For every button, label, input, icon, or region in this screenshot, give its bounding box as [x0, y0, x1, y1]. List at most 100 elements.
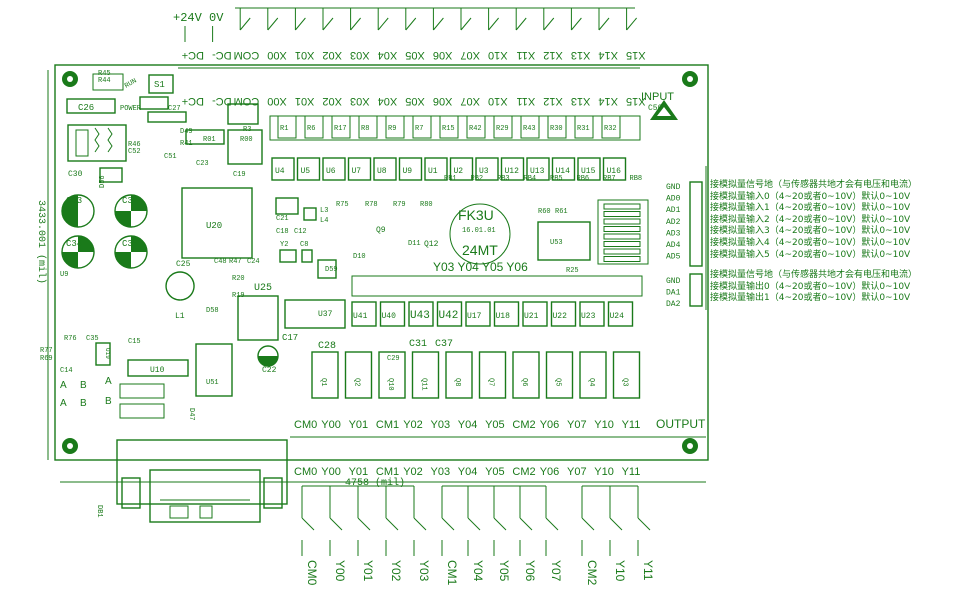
- output-terminal-label: CM1: [376, 419, 399, 431]
- svg-text:U51: U51: [206, 379, 219, 387]
- svg-text:Y03 Y04 Y05 Y06: Y03 Y04 Y05 Y06: [433, 260, 528, 274]
- bottom-wire-label: Y06: [523, 560, 537, 582]
- transistor-label: Q1: [319, 378, 327, 386]
- resistor-bank-label: RB3: [497, 175, 510, 183]
- opto-label: U6: [326, 167, 336, 176]
- svg-text:A: A: [60, 398, 67, 409]
- output-terminal-label-lower: Y01: [349, 466, 369, 478]
- svg-text:D49: D49: [180, 128, 193, 136]
- output-terminal-label-lower: Y06: [540, 466, 560, 478]
- svg-text:B: B: [80, 398, 87, 409]
- top-terminal-label-lower: X05: [405, 95, 425, 107]
- svg-text:C37: C37: [435, 339, 453, 350]
- svg-text:C29: C29: [387, 355, 400, 363]
- board-outline: [54, 64, 709, 461]
- top-terminal-label-lower: X11: [516, 95, 535, 107]
- top-terminal-label-lower: X07: [460, 95, 480, 107]
- resistor-label: R9: [388, 125, 396, 133]
- svg-text:C23: C23: [196, 160, 209, 168]
- output-terminal-label: Y04: [458, 419, 478, 431]
- svg-text:C51: C51: [164, 153, 177, 161]
- top-terminal-label: DC+: [182, 49, 204, 61]
- analog-pin-label: GND: [666, 183, 681, 192]
- svg-text:R69: R69: [40, 355, 53, 363]
- transistor-label: Q11: [420, 378, 428, 391]
- svg-text:L3: L3: [320, 207, 328, 215]
- svg-text:C25: C25: [176, 260, 191, 269]
- svg-text:R20: R20: [232, 275, 245, 283]
- svg-text:D58: D58: [206, 307, 219, 315]
- opto-label: U2: [454, 167, 464, 176]
- output-terminal-label: Y03: [431, 419, 451, 431]
- top-terminal-label: X15: [626, 49, 646, 61]
- svg-text:C33: C33: [66, 196, 82, 206]
- top-terminal-label: X10: [488, 49, 508, 61]
- output-terminal-label-lower: Y10: [594, 466, 614, 478]
- svg-text:C14: C14: [60, 367, 73, 375]
- svg-text:OUTPUT: OUTPUT: [656, 417, 706, 431]
- resistor-label: R17: [334, 125, 347, 133]
- transistor-label: Q3: [621, 378, 629, 386]
- opto-label: U3: [479, 167, 489, 176]
- opto-label: U1: [428, 167, 438, 176]
- top-terminal-label-lower: X00: [267, 95, 287, 107]
- driver-chip-label: U17: [467, 312, 482, 321]
- da-pin-label: DA2: [666, 300, 681, 309]
- output-terminal-label-lower: Y11: [622, 466, 641, 478]
- main-chip-label: FK3U 16.01.01 24MT: [449, 203, 511, 265]
- svg-text:C36: C36: [122, 239, 138, 249]
- svg-text:16.01.01: 16.01.01: [462, 227, 496, 235]
- svg-text:L1: L1: [175, 312, 185, 321]
- opto-label: U5: [301, 167, 311, 176]
- capacitor-group: C33 C32 C34 C36: [61, 194, 148, 269]
- svg-text:U19: U19: [104, 348, 111, 359]
- svg-text:B: B: [80, 380, 87, 391]
- top-terminal-label: X13: [571, 49, 591, 61]
- svg-text:C15: C15: [128, 338, 141, 346]
- opto-label: U7: [352, 167, 362, 176]
- label-24v: +24V: [173, 11, 203, 25]
- svg-text:DB1: DB1: [95, 505, 103, 518]
- output-terminal-label-lower: Y03: [431, 466, 451, 478]
- transistor-label: Q4: [587, 378, 595, 386]
- bottom-wire-label: Y05: [497, 560, 511, 582]
- svg-text:R01: R01: [203, 136, 216, 144]
- analog-note-line: 接模拟量输入0（4~20或者0~10V）默认0~10V: [710, 191, 911, 202]
- analog-note-line: 接模拟量输入4（4~20或者0~10V）默认0~10V: [710, 237, 911, 248]
- transistor-label: Q10: [386, 378, 394, 391]
- opto-label: U14: [556, 167, 571, 176]
- output-terminal-label-lower: Y05: [485, 466, 505, 478]
- output-terminal-label-lower: CM2: [512, 466, 535, 478]
- svg-text:C34: C34: [66, 239, 82, 249]
- output-terminal-label-lower: Y04: [458, 466, 478, 478]
- output-terminal-label-lower: Y07: [567, 466, 587, 478]
- bottom-wire-label: Y03: [417, 560, 431, 582]
- svg-text:R60: R60: [538, 208, 551, 216]
- opto-label: U12: [505, 167, 520, 176]
- svg-text:D56: D56: [99, 175, 107, 188]
- svg-text:R61: R61: [555, 208, 568, 216]
- svg-text:U10: U10: [150, 366, 165, 375]
- svg-text:D59: D59: [325, 266, 338, 274]
- driver-chip-label: U23: [581, 312, 596, 321]
- svg-text:R47: R47: [229, 258, 242, 266]
- analog-note-line: 接模拟量输入3（4~20或者0~10V）默认0~10V: [710, 226, 911, 237]
- bottom-wire-label: Y11: [641, 560, 655, 581]
- svg-text:C24: C24: [247, 258, 260, 266]
- driver-chip-label: U41: [353, 312, 368, 321]
- bottom-wire-label: CM0: [305, 560, 319, 586]
- da-note-line: 接模拟量输出0（4~20或者0~10V）默认0~10V: [710, 281, 911, 292]
- svg-text:RUN: RUN: [124, 77, 139, 90]
- resistor-bank-label: RB6: [577, 175, 590, 183]
- svg-text:R45: R45: [98, 70, 111, 78]
- da-pin-label: DA1: [666, 289, 681, 298]
- svg-text:Y2: Y2: [280, 241, 288, 249]
- opto-label: U9: [403, 167, 413, 176]
- opto-label: U8: [377, 167, 387, 176]
- analog-note-line: 接模拟量输入2（4~20或者0~10V）默认0~10V: [710, 214, 911, 225]
